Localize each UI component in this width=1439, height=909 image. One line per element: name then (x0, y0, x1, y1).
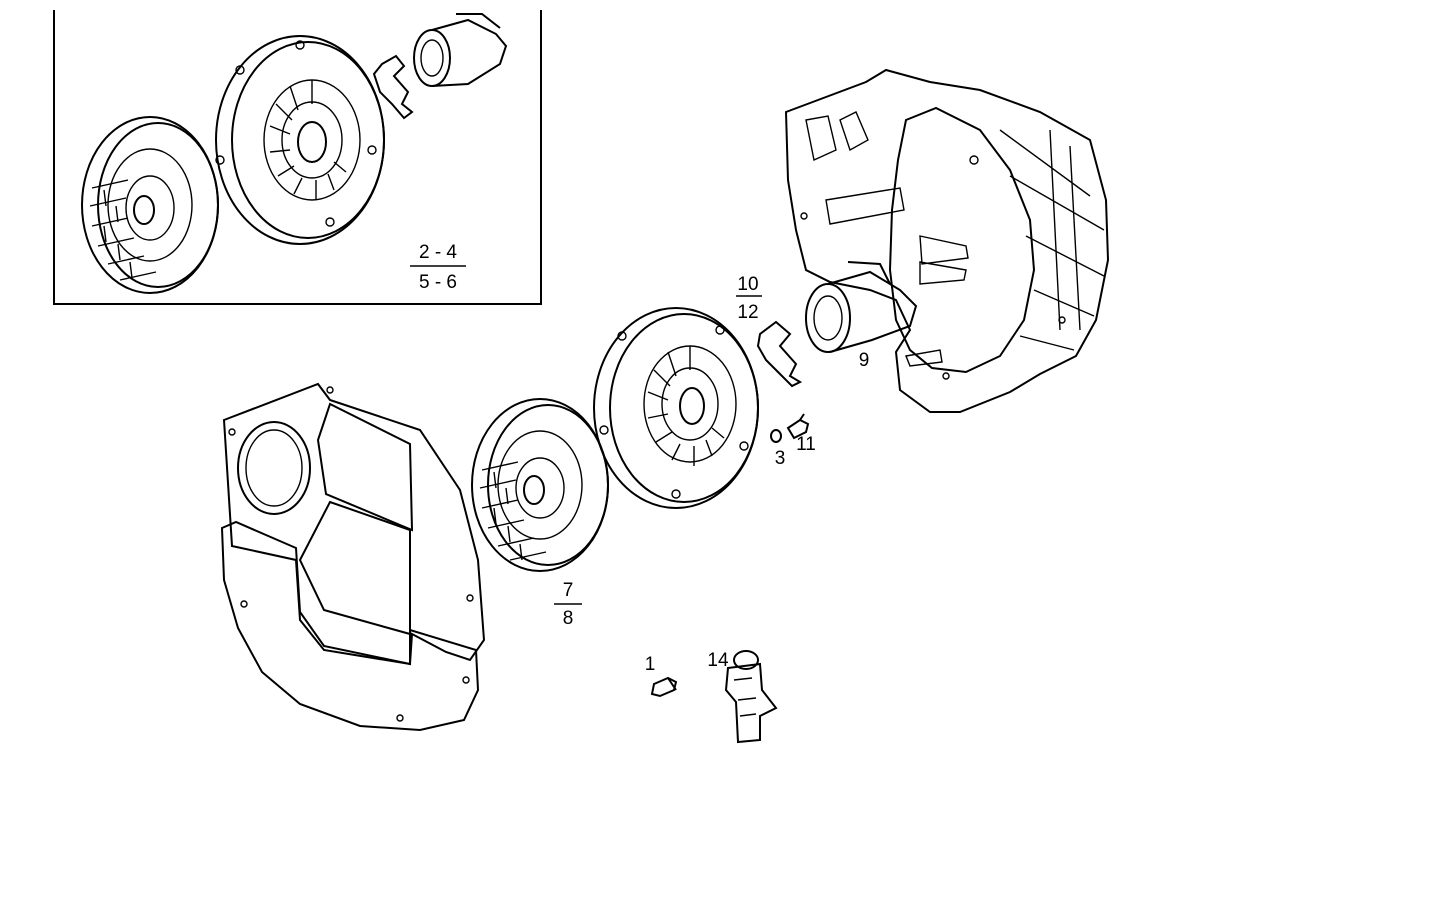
callout-7-8: 7 8 (554, 580, 582, 629)
inset-clutch-disc (81, 116, 219, 294)
bracket (724, 650, 778, 744)
callout-14: 14 (707, 650, 729, 671)
callout-3: 3 (775, 448, 786, 469)
inset-label-denominator: 5 - 6 (419, 272, 457, 293)
retaining-clip (756, 320, 803, 388)
gearbox-bell-housing (784, 68, 1110, 413)
callout-11: 11 (796, 434, 816, 455)
inset-retaining-clip (372, 54, 414, 120)
inset-frame (53, 10, 542, 305)
pressure-plate-bolt (786, 413, 810, 440)
release-bearing (805, 261, 918, 353)
pressure-plate (593, 307, 759, 509)
callout-10-12: 10 12 (736, 274, 762, 323)
callout-10: 10 (737, 274, 758, 295)
callout-9: 9 (859, 350, 870, 371)
clutch-disc (471, 398, 609, 572)
bolt (650, 676, 678, 698)
engine-adapter-plate (220, 382, 486, 732)
inset-part-label: 2 - 4 5 - 6 (410, 242, 466, 293)
callout-12: 12 (737, 302, 758, 323)
callout-8: 8 (563, 608, 574, 629)
inset-release-bearing (413, 13, 508, 87)
nut (770, 429, 782, 443)
callout-1: 1 (645, 654, 656, 675)
callout-7: 7 (563, 580, 574, 601)
inset-pressure-plate (215, 35, 385, 245)
inset-label-numerator: 2 - 4 (419, 242, 457, 263)
